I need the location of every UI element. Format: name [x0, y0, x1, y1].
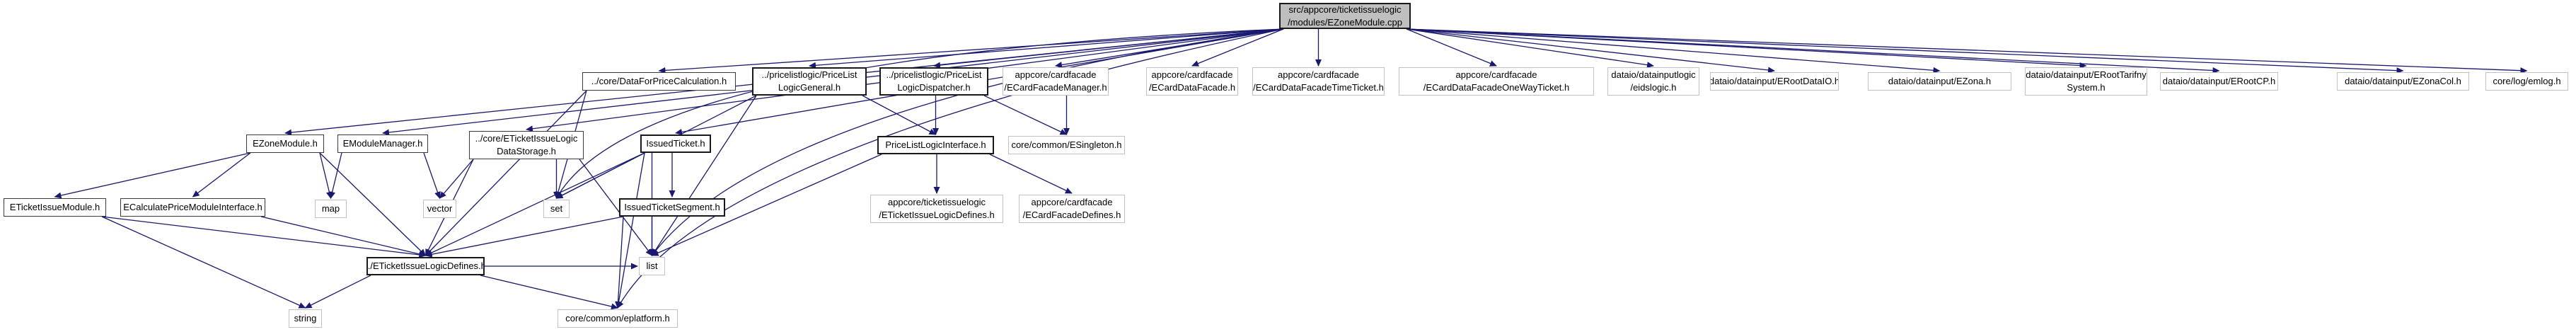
- edge-pricelist-logic-dispatcher-to-esingleton: [983, 95, 1068, 135]
- node-ecard-data-facade[interactable]: appcore/cardfacade /ECardDataFacade.h: [1146, 67, 1238, 96]
- node-ecard-facade-manager[interactable]: appcore/cardfacade /ECardFacadeManager.h: [1003, 67, 1109, 96]
- node-map[interactable]: map: [315, 200, 347, 218]
- edge-issued-ticket-to-eticket-issue-logic-defines: [424, 152, 645, 256]
- node-eticket-issue-logic-defines-appcore[interactable]: appcore/ticketissuelogic /ETicketIssueLo…: [870, 195, 1003, 223]
- edge-eticket-issue-logic-defines-to-eplatform: [480, 275, 618, 310]
- edge-eticket-issue-logic-data-storage-to-vector: [439, 159, 474, 199]
- edge-ezone-module-h-to-map: [319, 152, 333, 199]
- node-main[interactable]: src/appcore/ticketissuelogic /modules/EZ…: [1279, 3, 1411, 29]
- edge-eticket-issue-module-to-string: [101, 216, 306, 309]
- node-data-for-price-calculation[interactable]: ../core/DataForPriceCalculation.h: [582, 72, 736, 91]
- node-esingleton[interactable]: core/common/ESingleton.h: [1008, 136, 1125, 154]
- edge-data-for-price-calculation-to-eticket-issue-logic-defines: [424, 90, 587, 256]
- edge-main-to-data-for-price-calculation: [658, 28, 1284, 74]
- edge-eticket-issue-logic-data-storage-to-list: [579, 159, 653, 256]
- node-list[interactable]: list: [639, 257, 665, 275]
- node-set[interactable]: set: [543, 200, 570, 218]
- edge-main-to-eidslogic: [1406, 28, 1654, 69]
- node-pricelist-logic-dispatcher[interactable]: ../pricelistlogic/PriceList LogicDispatc…: [879, 67, 988, 96]
- edge-pricelist-logic-general-to-price-list-logic-interface: [862, 95, 937, 135]
- node-pricelist-logic-general[interactable]: ../pricelistlogic/PriceList LogicGeneral…: [752, 67, 867, 96]
- edge-ezone-module-h-to-ecalculate-price-module-interface: [192, 152, 251, 198]
- node-ecard-data-facade-one-way-ticket[interactable]: appcore/cardfacade /ECardDataFacadeOneWa…: [1399, 67, 1594, 96]
- edges-group: [54, 28, 2528, 310]
- edge-main-to-ecard-data-facade: [1191, 28, 1284, 67]
- node-eplatform[interactable]: core/common/eplatform.h: [558, 309, 678, 328]
- edge-main-to-eroot-data-io: [1406, 28, 1775, 74]
- edge-main-to-pricelist-logic-general: [809, 28, 1284, 69]
- node-eticket-issue-module[interactable]: ETicketIssueModule.h: [4, 198, 106, 217]
- edge-ecalculate-price-module-interface-to-eticket-issue-logic-defines: [260, 216, 427, 258]
- edge-eticket-issue-logic-defines-to-string: [304, 275, 371, 309]
- node-ecard-data-facade-time-ticket[interactable]: appcore/cardfacade /ECardDataFacadeTimeT…: [1252, 67, 1385, 96]
- node-issued-ticket[interactable]: IssuedTicket.h: [640, 134, 711, 153]
- edge-issued-ticket-segment-to-eticket-issue-logic-defines: [424, 216, 624, 258]
- node-eidslogic[interactable]: dataio/datainputlogic /eidslogic.h: [1607, 67, 1699, 96]
- node-eticket-issue-logic-defines[interactable]: ../ETicketIssueLogicDefines.h: [366, 257, 485, 275]
- node-ecalculate-price-module-interface[interactable]: ECalculatePriceModuleInterface.h: [120, 198, 265, 217]
- node-ezone-module-h[interactable]: EZoneModule.h: [246, 134, 324, 153]
- edge-price-list-logic-interface-to-list: [651, 154, 882, 256]
- node-eroot-data-io[interactable]: dataio/datainput/ERootDataIO.h: [1710, 72, 1839, 91]
- edge-issued-ticket-to-eplatform: [616, 152, 645, 309]
- edge-main-to-eroot-cp: [1406, 28, 2220, 74]
- edge-main-to-ezona: [1406, 28, 1941, 74]
- edge-main-to-ecard-data-facade-one-way-ticket: [1406, 28, 1497, 67]
- edge-emodule-manager-to-map: [329, 152, 342, 199]
- node-vector[interactable]: vector: [423, 200, 456, 218]
- edge-main-to-set: [555, 28, 1284, 199]
- node-eticket-issue-logic-data-storage[interactable]: ../core/ETicketIssueLogic DataStorage.h: [469, 131, 584, 159]
- edge-price-list-logic-interface-to-ecard-facade-defines: [989, 154, 1073, 194]
- edge-main-to-pricelist-logic-dispatcher: [933, 28, 1284, 69]
- node-eroot-tarifny-system[interactable]: dataio/datainput/ERootTarifny System.h: [2025, 67, 2147, 96]
- edge-issued-ticket-segment-to-eplatform: [615, 216, 624, 309]
- edge-pricelist-logic-general-to-list: [651, 95, 757, 256]
- node-emodule-manager[interactable]: EModuleManager.h: [337, 134, 428, 153]
- node-ecard-facade-defines[interactable]: appcore/cardfacade /ECardFacadeDefines.h: [1019, 195, 1125, 223]
- edge-eticket-issue-module-to-eticket-issue-logic-defines: [101, 216, 427, 258]
- edge-ezone-module-h-to-eticket-issue-module: [54, 152, 251, 199]
- node-issued-ticket-segment[interactable]: IssuedTicketSegment.h: [619, 198, 725, 217]
- node-ezona-col[interactable]: dataio/datainput/EZonaCol.h: [2337, 72, 2469, 91]
- edge-main-to-ezona-col: [1406, 28, 2404, 74]
- edge-main-to-emlog: [1406, 28, 2528, 74]
- node-ezona[interactable]: dataio/datainput/EZona.h: [1868, 72, 2011, 91]
- node-emlog[interactable]: core/log/emlog.h: [2485, 72, 2568, 91]
- node-eroot-cp[interactable]: dataio/datainput/ERootCP.h: [2160, 72, 2278, 91]
- node-price-list-logic-interface[interactable]: PriceListLogicInterface.h: [877, 136, 994, 154]
- edge-emodule-manager-to-vector: [423, 152, 441, 199]
- node-string[interactable]: string: [289, 309, 322, 328]
